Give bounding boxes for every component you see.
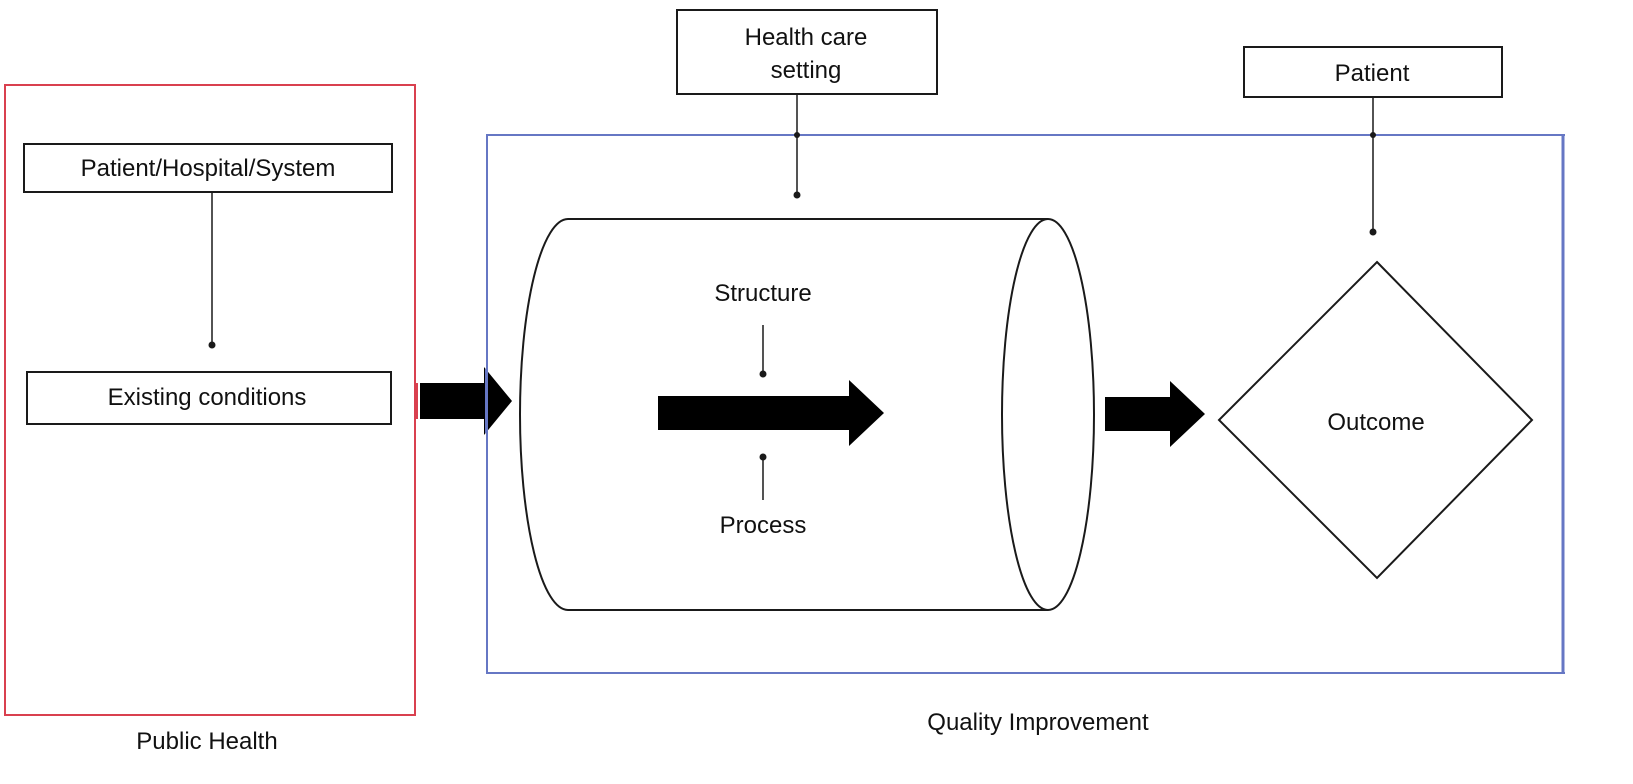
patient-hospital-system-box (23, 143, 393, 193)
public-health-panel: Patient/Hospital/System Existing conditi… (4, 84, 416, 755)
health-care-setting-junction-dot (794, 132, 800, 138)
quality-improvement-title: Quality Improvement (927, 709, 1149, 736)
arrow-blue-edge (485, 369, 488, 433)
structure-process-flow-arrow (658, 380, 884, 446)
patient-label: Patient (1335, 60, 1410, 87)
process-to-outcome-arrow (1105, 381, 1205, 447)
outcome-label: Outcome (1327, 409, 1424, 436)
connector-dot (208, 341, 216, 349)
health-care-setting-node: Health care setting (676, 9, 938, 199)
cylinder-body (519, 218, 1048, 611)
process-label: Process (720, 512, 807, 539)
structure-process-cylinder: Structure Process (519, 218, 1095, 611)
patient-node: Patient (1243, 46, 1503, 236)
outcome-node: Outcome (1217, 260, 1534, 580)
patient-end-dot (1369, 228, 1377, 236)
health-care-setting-label-line1: Health care (745, 24, 868, 51)
patient-box (1243, 46, 1503, 98)
existing-conditions-box (26, 371, 392, 425)
structure-arrow-dot (759, 370, 767, 378)
cylinder-end-cap (1001, 218, 1095, 611)
health-care-setting-box (676, 9, 938, 95)
patient-hospital-system-label: Patient/Hospital/System (81, 155, 336, 182)
outcome-diamond (1217, 260, 1534, 580)
existing-conditions-label: Existing conditions (108, 384, 307, 411)
process-arrow-dot (759, 453, 767, 461)
structure-label: Structure (714, 280, 811, 307)
arrow-red-edge (414, 383, 418, 419)
health-care-setting-end-dot (793, 191, 801, 199)
public-health-title: Public Health (136, 728, 277, 755)
health-care-setting-label-line2: setting (771, 57, 842, 84)
patient-junction-dot (1370, 132, 1376, 138)
public-health-to-qi-arrow (420, 367, 512, 435)
